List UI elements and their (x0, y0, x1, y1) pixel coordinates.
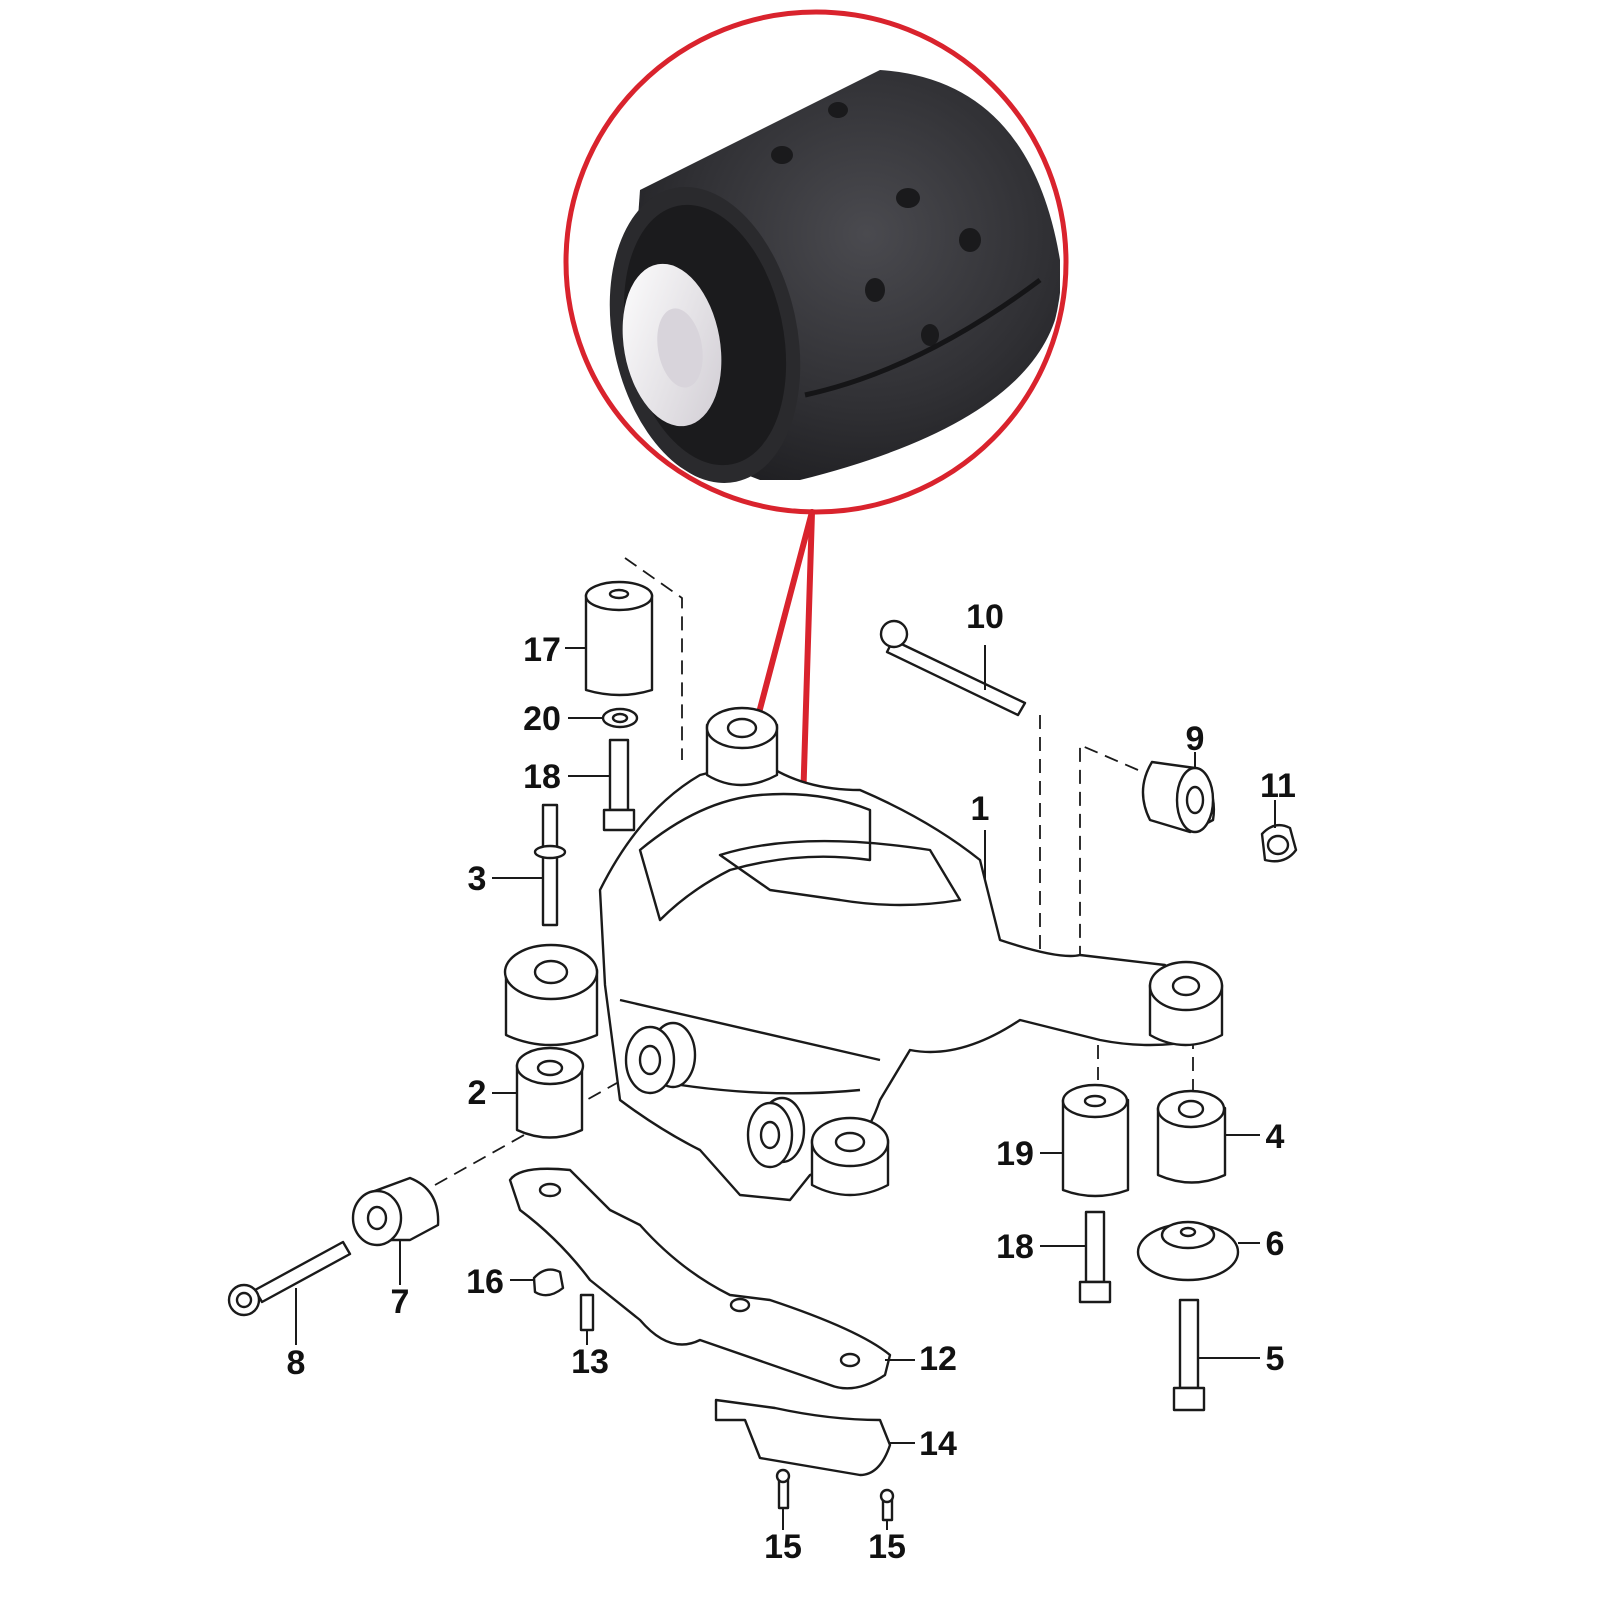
callout-1: 1 (971, 790, 990, 828)
callout-7: 7 (391, 1283, 410, 1321)
callout-labels: 1 2 3 4 5 6 7 8 9 10 11 12 13 14 15 15 1… (287, 598, 1296, 1566)
callout-3: 3 (468, 860, 487, 898)
callout-16: 16 (466, 1263, 504, 1301)
callout-5: 5 (1266, 1340, 1285, 1378)
callout-11: 11 (1260, 767, 1296, 805)
callout-17: 17 (523, 631, 561, 669)
callout-6: 6 (1266, 1225, 1285, 1263)
callout-20: 20 (523, 700, 561, 738)
exploded-view-drawing (227, 557, 1298, 1522)
callout-18-left: 18 (523, 758, 561, 796)
leader-lines (295, 645, 1276, 1530)
callout-4: 4 (1266, 1118, 1285, 1156)
callout-12: 12 (919, 1340, 957, 1378)
callout-2: 2 (468, 1074, 487, 1112)
callout-15-right: 15 (868, 1528, 906, 1566)
callout-19: 19 (996, 1135, 1034, 1173)
callout-15-left: 15 (764, 1528, 802, 1566)
callout-14: 14 (919, 1425, 957, 1463)
bushing-closeup (563, 9, 1069, 515)
callout-18-right: 18 (996, 1228, 1034, 1266)
callout-9: 9 (1186, 720, 1205, 758)
callout-13: 13 (571, 1343, 609, 1381)
callout-10: 10 (966, 598, 1004, 636)
callout-8: 8 (287, 1344, 306, 1382)
